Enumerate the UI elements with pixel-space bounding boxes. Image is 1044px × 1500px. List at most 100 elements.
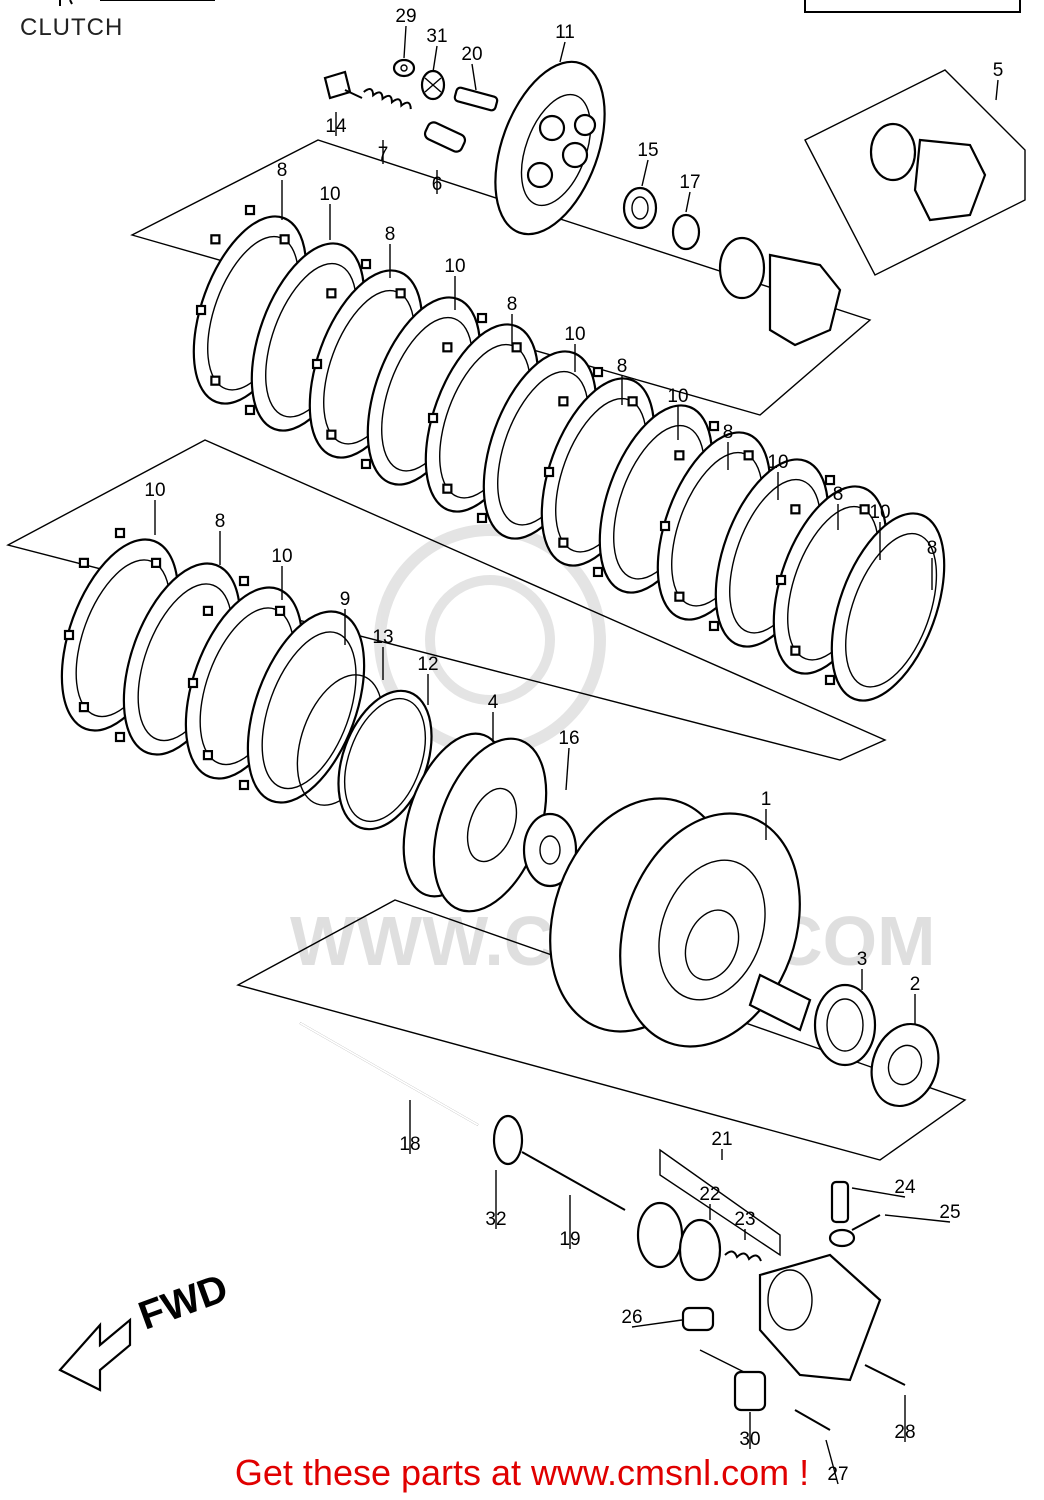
callout-label: 3 xyxy=(857,949,868,970)
bolt-14 xyxy=(323,70,363,100)
callout-p29: 29 xyxy=(395,6,417,59)
callout-label: 8 xyxy=(277,160,288,181)
callout-p15: 15 xyxy=(637,140,659,187)
callout-p10a: 10 xyxy=(319,184,341,240)
callout-label: 30 xyxy=(739,1429,760,1450)
washer-29 xyxy=(392,58,416,78)
callout-label: 15 xyxy=(637,140,658,161)
callout-p8e: 8 xyxy=(723,422,734,470)
pressure-plate-assembly xyxy=(494,60,606,236)
page-title: CLUTCH xyxy=(20,14,124,41)
callout-label: 6 xyxy=(432,174,443,195)
callout-p10f: 10 xyxy=(869,502,891,560)
callout-label: 10 xyxy=(564,324,585,345)
callout-label: 8 xyxy=(385,224,396,245)
callout-label: 7 xyxy=(378,144,389,165)
callout-label: 14 xyxy=(325,116,347,137)
callout-p10b: 10 xyxy=(444,256,466,310)
cap-25 xyxy=(828,1214,881,1248)
friction-plate xyxy=(246,610,366,804)
dowel-30 xyxy=(733,1370,767,1412)
callout-p8h: 8 xyxy=(215,511,226,565)
callout-label: 1 xyxy=(761,789,772,810)
callout-label: 10 xyxy=(271,546,292,567)
washer-17 xyxy=(671,213,701,251)
callout-p27: 27 xyxy=(825,1439,849,1485)
callout-p5: 5 xyxy=(993,60,1004,101)
dowel-26 xyxy=(681,1306,715,1332)
callout-label: 10 xyxy=(319,184,340,205)
callout-p8c: 8 xyxy=(507,294,517,345)
seal-23 xyxy=(678,1218,722,1282)
callout-label: 23 xyxy=(734,1209,755,1230)
spring-7 xyxy=(363,88,412,110)
bearing-15 xyxy=(622,186,658,230)
callout-label: 25 xyxy=(939,1202,960,1223)
plate-stack-lower xyxy=(60,527,366,804)
fwd-arrow-icon: FWD xyxy=(58,1266,234,1392)
callout-label: 29 xyxy=(395,6,416,27)
callout-label: 27 xyxy=(827,1464,848,1485)
callout-p2: 2 xyxy=(910,974,921,1025)
callout-label: 10 xyxy=(869,502,890,523)
callout-label: 8 xyxy=(215,511,226,532)
callout-label: 17 xyxy=(679,172,700,193)
callout-p8d: 8 xyxy=(617,356,627,405)
callout-p12: 12 xyxy=(417,654,439,705)
slave-cylinder-body xyxy=(758,1253,882,1382)
callout-p30: 30 xyxy=(739,1412,761,1450)
callout-p14: 14 xyxy=(325,112,347,137)
bolt-27 xyxy=(794,1409,831,1431)
piston-22 xyxy=(636,1201,684,1269)
callout-p16: 16 xyxy=(558,728,580,791)
callout-p24: 24 xyxy=(851,1177,916,1198)
fwd-label: FWD xyxy=(133,1266,234,1338)
callout-p21: 21 xyxy=(711,1129,733,1160)
spring-23 xyxy=(724,1250,762,1262)
callout-label: 13 xyxy=(372,627,393,648)
callout-label: 11 xyxy=(555,22,575,43)
callout-p6: 6 xyxy=(432,170,443,195)
callout-label: 8 xyxy=(723,422,734,443)
seal-32 xyxy=(492,1114,524,1166)
clutch-hub-4 xyxy=(402,732,548,913)
callout-p26: 26 xyxy=(621,1307,683,1328)
callout-label: 2 xyxy=(910,974,921,995)
callout-p9: 9 xyxy=(340,589,351,645)
callout-label: 20 xyxy=(461,44,482,65)
callout-label: 19 xyxy=(559,1229,580,1250)
callout-label: 22 xyxy=(699,1184,720,1205)
callout-p28: 28 xyxy=(894,1395,916,1443)
callout-p7: 7 xyxy=(378,140,389,165)
callout-label: 8 xyxy=(833,484,844,505)
plate-stack-upper xyxy=(192,204,946,702)
callout-label: 10 xyxy=(767,452,788,473)
callout-label: 9 xyxy=(340,589,351,610)
callout-label: 16 xyxy=(558,728,579,749)
callout-p8a: 8 xyxy=(277,160,288,220)
callout-label: 26 xyxy=(621,1307,642,1328)
callout-label: 10 xyxy=(667,386,688,407)
callout-p4: 4 xyxy=(488,692,499,742)
group-outlines xyxy=(6,69,1026,1381)
callout-p19: 19 xyxy=(559,1195,581,1250)
pushrod-19 xyxy=(521,1151,626,1211)
callout-label: 8 xyxy=(927,538,938,559)
callout-p10h: 10 xyxy=(271,546,293,600)
callout-label: 24 xyxy=(894,1177,916,1198)
callout-p10g: 10 xyxy=(144,480,166,535)
washer-31 xyxy=(420,69,446,101)
callout-p17: 17 xyxy=(679,172,701,213)
parts-link-banner[interactable]: Get these parts at www.cmsnl.com ! xyxy=(234,1452,810,1493)
callout-label: 10 xyxy=(444,256,465,277)
callout-label: 28 xyxy=(894,1422,915,1443)
callout-p22: 22 xyxy=(699,1184,721,1220)
callout-p1: 1 xyxy=(761,789,772,840)
ring-12 xyxy=(337,689,433,831)
callout-layer: 2931201151476151781081081081081081081081… xyxy=(144,6,1003,1485)
callout-p10c: 10 xyxy=(564,324,586,372)
header-fragment xyxy=(59,0,1021,13)
callout-label: 5 xyxy=(993,60,1004,81)
pin-6 xyxy=(423,121,467,153)
